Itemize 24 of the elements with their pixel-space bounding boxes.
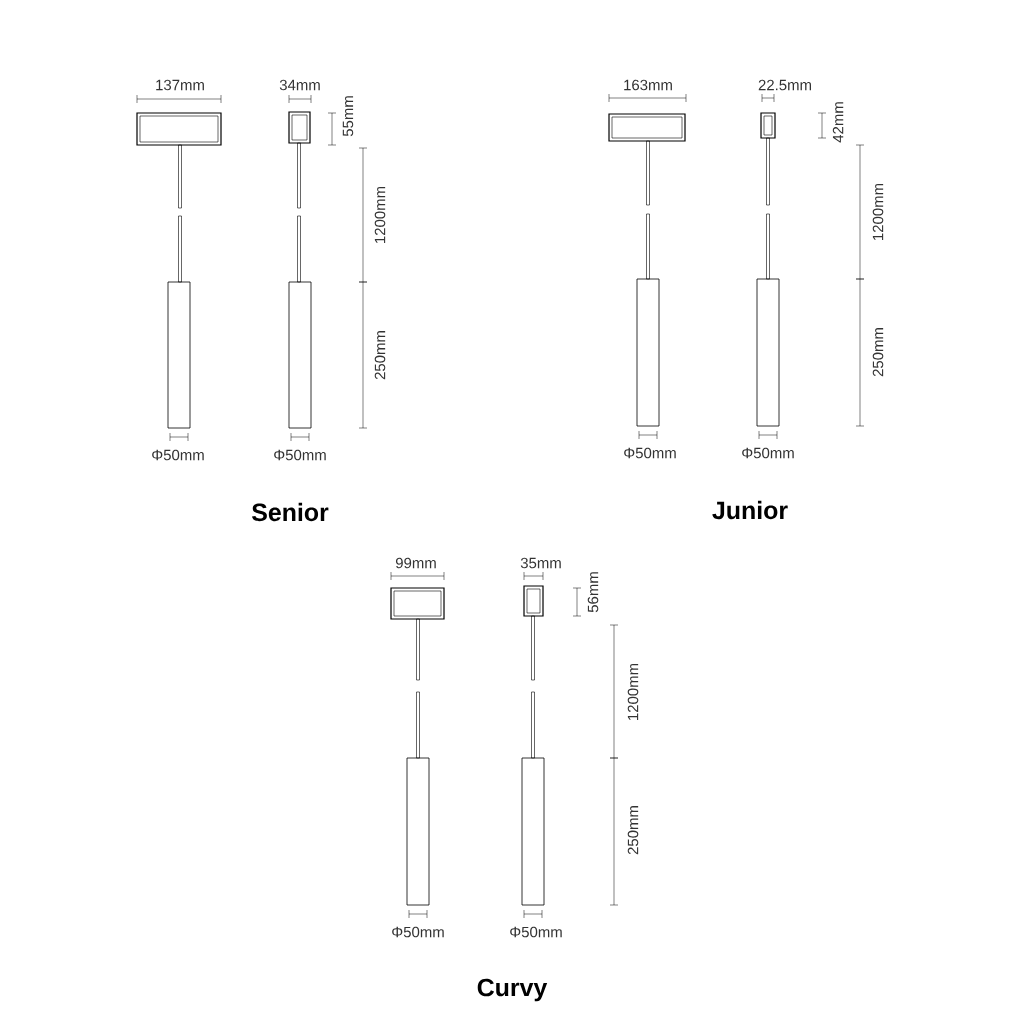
dimension-label: Φ50mm <box>510 926 562 938</box>
dimension-label: Φ50mm <box>392 926 444 938</box>
dimension-label: 34mm <box>279 79 320 91</box>
dimension-label: 55mm <box>342 96 354 137</box>
dimension-label: 250mm <box>374 331 386 380</box>
product-name: Senior <box>251 502 329 522</box>
dimension-label: 56mm <box>587 572 599 613</box>
dimension-label: 250mm <box>872 328 884 377</box>
product-name: Junior <box>712 500 788 520</box>
dimension-label: 250mm <box>627 806 639 855</box>
dimension-label: Φ50mm <box>624 447 676 459</box>
dimension-label: 137mm <box>156 79 204 91</box>
dimension-label: 1200mm <box>374 186 386 243</box>
dimension-label: 1200mm <box>627 663 639 720</box>
dimension-label: Φ50mm <box>274 449 326 461</box>
dimension-label: 22.5mm <box>758 79 811 91</box>
dimension-label: Φ50mm <box>742 447 794 459</box>
dimension-label: 99mm <box>395 557 436 569</box>
dimension-label: Φ50mm <box>152 449 204 461</box>
product-name: Curvy <box>477 978 548 1002</box>
dimension-label: 1200mm <box>872 183 884 240</box>
dimension-label: 42mm <box>832 102 844 143</box>
dimension-label: 163mm <box>624 79 672 91</box>
dimension-label: 35mm <box>520 557 561 569</box>
